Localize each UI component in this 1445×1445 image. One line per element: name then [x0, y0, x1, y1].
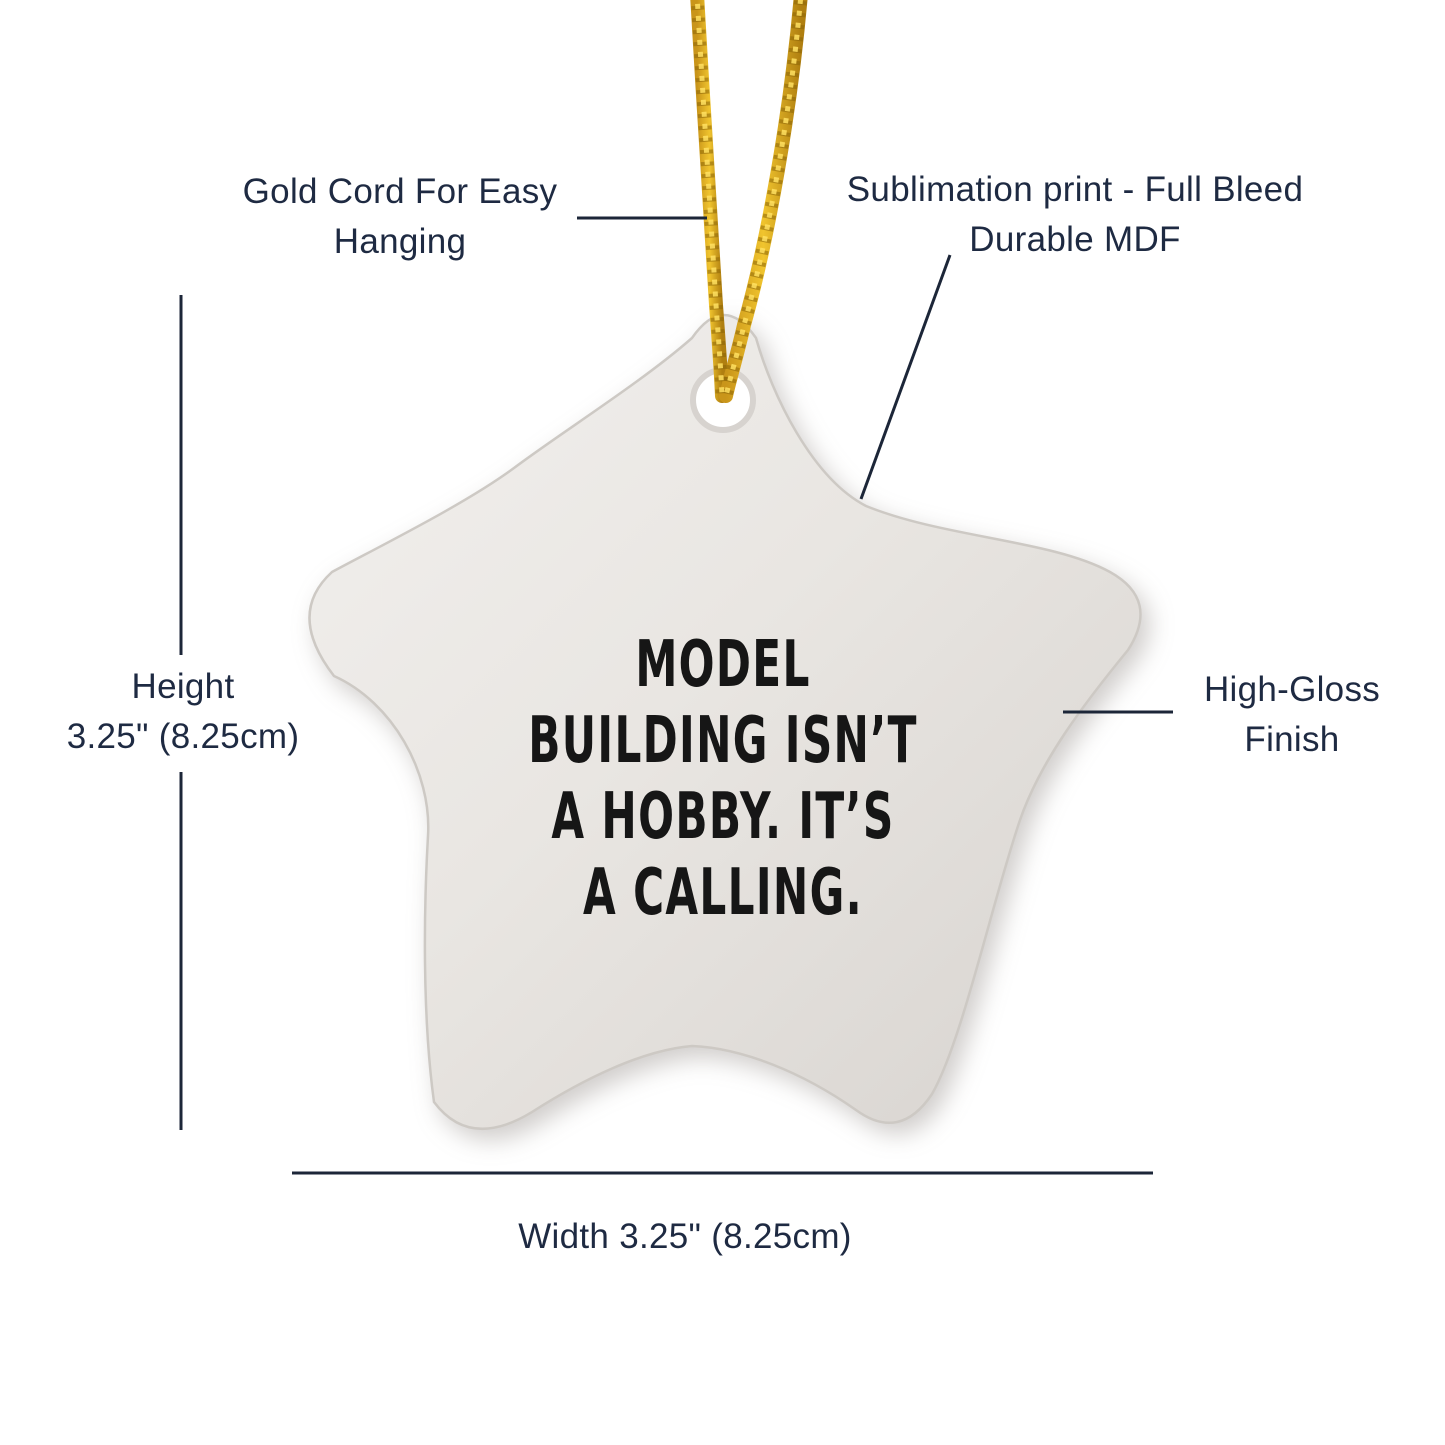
gold-cord-label: Gold Cord For Easy Hanging	[150, 167, 650, 267]
sublimation-label: Sublimation print - Full Bleed Durable M…	[825, 165, 1325, 265]
star-ornament	[308, 313, 1142, 1130]
sublimation-label-line2: Durable MDF	[969, 220, 1181, 259]
gold-cord-icon	[690, 0, 808, 403]
height-label-line2: 3.25" (8.25cm)	[66, 717, 300, 756]
high-gloss-label: High-Gloss Finish	[1142, 665, 1442, 765]
high-gloss-label-line1: High-Gloss	[1203, 670, 1381, 709]
width-label: Width 3.25" (8.25cm)	[435, 1212, 935, 1262]
height-label: Height 3.25" (8.25cm)	[13, 662, 353, 762]
high-gloss-label-line2: Finish	[1244, 720, 1340, 759]
sublimation-pointer-line	[859, 254, 952, 500]
gold-cord-label-line2: Hanging	[333, 222, 467, 261]
ornament-quote: MODEL BUILDING ISN’T A HOBBY. IT’S A CAL…	[492, 627, 954, 931]
quote-line: A HOBBY. IT’S	[551, 780, 895, 854]
width-label-line1: Width 3.25" (8.25cm)	[518, 1217, 852, 1256]
quote-line: BUILDING ISN’T	[528, 704, 918, 778]
quote-line: MODEL	[635, 628, 811, 702]
quote-line: A CALLING.	[583, 856, 863, 930]
gold-cord-label-line1: Gold Cord For Easy	[242, 172, 558, 211]
sublimation-label-line1: Sublimation print - Full Bleed	[846, 170, 1304, 209]
height-label-line1: Height	[131, 667, 235, 706]
